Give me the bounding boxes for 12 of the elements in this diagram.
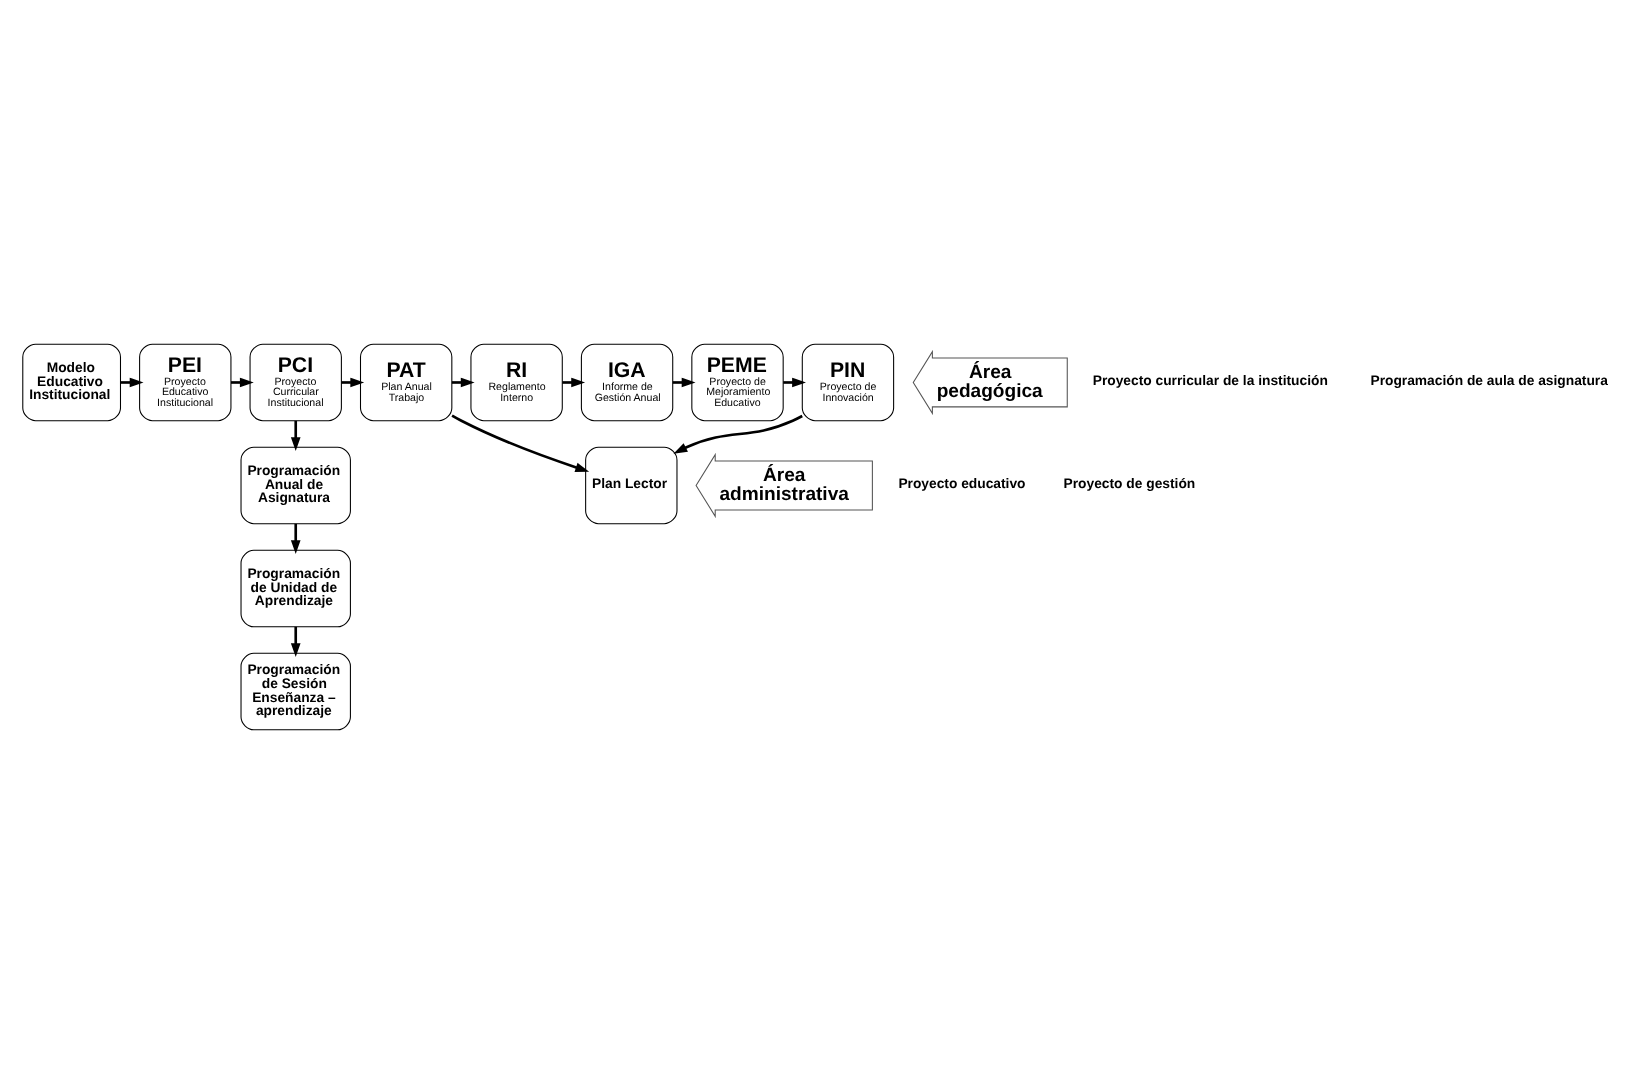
arrow bbox=[671, 376, 695, 387]
arrow bbox=[782, 376, 805, 387]
arrow bbox=[289, 522, 300, 553]
arrow bbox=[450, 413, 589, 471]
arrow bbox=[289, 419, 300, 450]
arrow bbox=[672, 413, 802, 453]
arrow bbox=[230, 376, 253, 387]
arrow bbox=[119, 376, 143, 387]
arrow bbox=[289, 625, 300, 656]
arrow bbox=[450, 376, 474, 387]
arrow bbox=[561, 376, 585, 387]
arrow bbox=[340, 376, 364, 387]
